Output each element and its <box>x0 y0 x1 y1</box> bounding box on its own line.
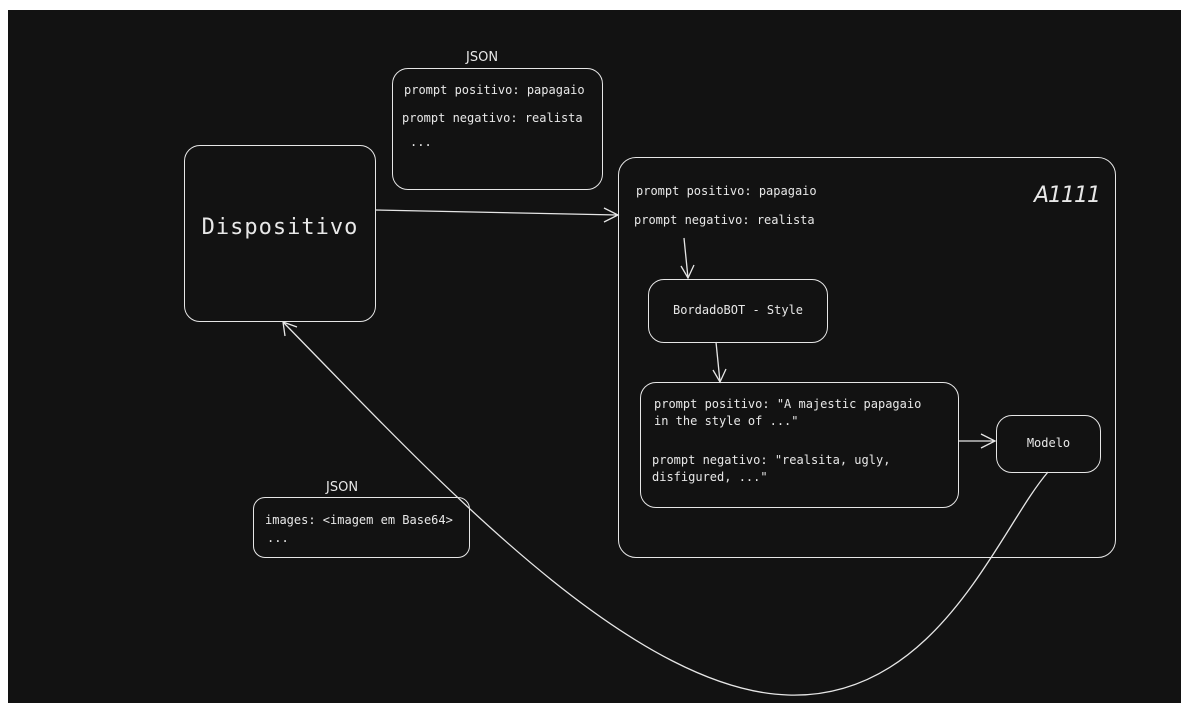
a1111-prompt-negativo: prompt negativo: realista <box>634 213 815 227</box>
device-box <box>184 145 376 322</box>
expanded-pos-line2: in the style of ..." <box>654 414 799 428</box>
expanded-neg-line1: prompt negativo: "realsita, ugly, <box>652 453 891 467</box>
diagram-canvas: JSON prompt positivo: papagaio prompt ne… <box>8 10 1181 703</box>
style-box <box>648 279 828 343</box>
expanded-neg-line2: disfigured, ..." <box>652 470 768 484</box>
arrow-prompt-to-style <box>683 237 689 279</box>
expanded-pos-line1: prompt positivo: "A majestic papagaio <box>654 397 922 411</box>
arrow-model-to-device <box>282 321 1049 696</box>
arrowhead-model-to-device <box>282 321 298 337</box>
model-box <box>996 415 1101 473</box>
a1111-container <box>618 157 1116 558</box>
json-request-box <box>392 68 603 190</box>
arrow-device-to-a1111 <box>374 209 619 216</box>
a1111-logo: A1111 <box>1034 183 1101 208</box>
arrowhead-expanded-to-model <box>980 433 997 449</box>
json-top-line2: prompt negativo: realista <box>402 111 583 125</box>
style-box-label: BordadoBOT - Style <box>672 303 804 317</box>
json-response-box <box>253 497 470 558</box>
json-top-line3: ... <box>410 135 432 149</box>
json-label-top: JSON <box>466 50 499 65</box>
json-bottom-line2: ... <box>267 531 289 545</box>
device-label: Dispositivo <box>201 215 359 240</box>
arrowhead-prompt-to-style <box>680 264 695 280</box>
arrow-style-to-expanded <box>715 341 721 383</box>
json-top-line1: prompt positivo: papagaio <box>404 83 585 97</box>
model-label: Modelo <box>1026 436 1071 450</box>
expanded-prompt-box <box>640 382 959 508</box>
a1111-prompt-positivo: prompt positivo: papagaio <box>636 184 817 198</box>
json-label-bottom: JSON <box>326 480 359 495</box>
json-bottom-line1: images: <imagem em Base64> <box>265 513 453 527</box>
